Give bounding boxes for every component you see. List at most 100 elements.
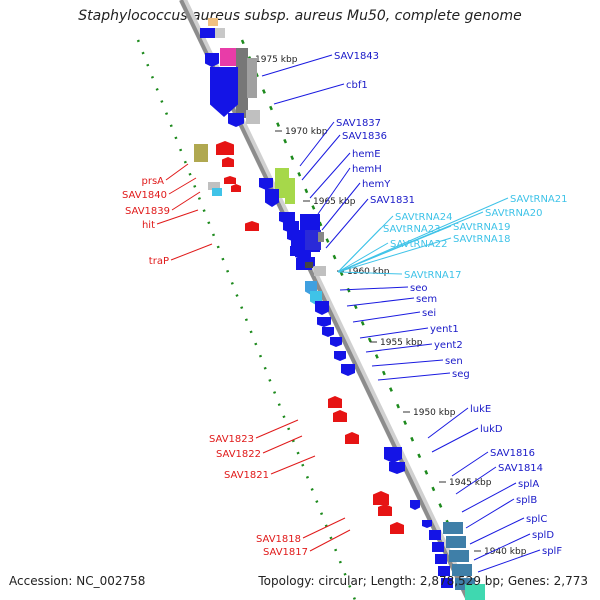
gray-feature — [208, 182, 220, 190]
gene-label: sen — [445, 356, 463, 367]
leader-line — [321, 182, 361, 231]
leader-line — [431, 427, 479, 453]
gene-label: yent2 — [434, 340, 463, 351]
leader-line — [309, 152, 351, 199]
scale-label: 1950 kbp — [413, 408, 456, 418]
leader-line — [337, 197, 509, 273]
leader-line — [339, 286, 409, 291]
gene-label: SAV1818 — [256, 534, 301, 545]
gene-arrow — [315, 301, 329, 315]
leader-line — [325, 198, 369, 249]
gene-arrow — [231, 184, 241, 192]
gene-label: yent1 — [430, 324, 459, 335]
gene-arrow — [341, 364, 355, 376]
leader-line — [337, 271, 403, 275]
gene-label: splB — [516, 495, 537, 506]
leader-line — [473, 533, 531, 561]
gene-label: splA — [518, 479, 539, 490]
gene-block — [435, 554, 447, 564]
gene-box — [215, 28, 225, 38]
gray-feature — [236, 48, 248, 118]
scale-label: 1955 kbp — [380, 338, 423, 348]
leader-line — [451, 451, 489, 477]
gene-label: prsA — [141, 176, 164, 187]
gene-label: SAV1816 — [490, 448, 535, 459]
leader-line — [337, 225, 452, 273]
gene-label: seg — [452, 369, 470, 380]
inner-dotted-track — [136, 39, 357, 600]
gene-label: SAV1817 — [263, 547, 308, 558]
leader-line — [261, 54, 333, 77]
gene-arrow — [322, 327, 334, 337]
leader-line — [255, 419, 299, 439]
gene-label: hemY — [362, 179, 391, 190]
scale-label: 1945 kbp — [449, 478, 492, 488]
leader-line — [317, 167, 351, 215]
trna-label: SAVtRNA18 — [453, 234, 511, 245]
trna-label: SAVtRNA20 — [485, 208, 543, 219]
gene-box — [208, 18, 218, 26]
gene-label: SAV1822 — [216, 449, 261, 460]
gene-label: SAV1821 — [224, 470, 269, 481]
gene-arrow — [205, 53, 219, 67]
gene-label: sem — [416, 294, 437, 305]
gene-arrow — [384, 447, 402, 463]
gene-label: sei — [422, 308, 436, 319]
olive-feature — [194, 144, 208, 162]
leader-line — [299, 121, 335, 167]
gene-arrow — [265, 189, 279, 207]
leader-line — [352, 311, 421, 323]
leader-line — [165, 163, 189, 181]
gene-arrow — [328, 396, 342, 408]
gene-arrow — [317, 317, 331, 327]
trna-label: SAVtRNA21 — [510, 194, 568, 205]
accession-label: Accession: NC_002758 — [9, 574, 146, 588]
leader-line — [270, 455, 316, 475]
leader-line — [171, 191, 201, 211]
leader-line — [477, 549, 541, 573]
gene-arrow — [222, 157, 234, 167]
gene-arrow — [345, 432, 359, 444]
gene-label: SAV1823 — [209, 434, 254, 445]
leader-line — [337, 227, 382, 273]
gene-label: splF — [542, 546, 562, 557]
gene-label: lukD — [480, 424, 503, 435]
leader-line — [170, 243, 213, 261]
leader-line — [455, 466, 497, 495]
gene-arrow — [228, 113, 244, 127]
gene-label: cbf1 — [346, 80, 368, 91]
pink-feature — [220, 48, 236, 66]
gene-label: splD — [532, 530, 554, 541]
gene-arrow — [210, 67, 238, 117]
leader-line — [469, 517, 525, 545]
gene-label: hit — [142, 220, 155, 231]
gene-label: hemE — [352, 149, 381, 160]
gene-label: SAV1837 — [336, 118, 381, 129]
outer-dotted-track — [240, 39, 472, 576]
gene-label: SAV1840 — [122, 190, 167, 201]
gene-arrow — [334, 351, 346, 361]
gene-arrow — [330, 337, 342, 347]
trna-feature — [212, 188, 222, 196]
gene-block — [432, 542, 444, 552]
gene-block — [429, 530, 441, 540]
trna-label: SAVtRNA23 — [383, 224, 441, 235]
leader-line — [365, 343, 433, 353]
leader-line — [273, 83, 345, 105]
genome-summary: Topology: circular; Length: 2,878,529 bp… — [258, 574, 588, 588]
gene-label: SAV1831 — [370, 195, 415, 206]
gene-label: hemH — [352, 164, 382, 175]
gene-block — [441, 578, 453, 588]
leader-line — [168, 177, 197, 195]
gene-block — [290, 246, 304, 256]
gene-arrow — [333, 410, 347, 422]
gene-arrow — [259, 178, 273, 190]
gene-label: SAV1839 — [125, 206, 170, 217]
teal-feature — [446, 536, 466, 548]
leader-line — [337, 237, 452, 273]
leader-line — [371, 359, 444, 367]
gene-arrow — [378, 504, 392, 516]
scale-label: 1960 kbp — [347, 267, 390, 277]
